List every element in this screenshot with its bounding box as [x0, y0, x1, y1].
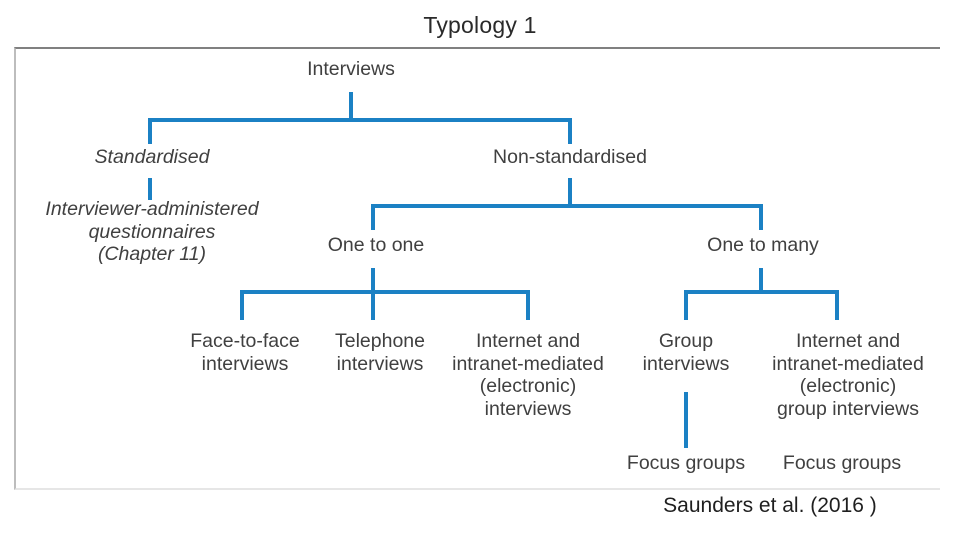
connector-one-to-many-horizontal	[684, 290, 839, 294]
node-interviewer-administered-questionnaires: Interviewer-administered questionnaires …	[45, 198, 259, 266]
connector-to-non-standardised	[568, 118, 572, 144]
connector-to-face-to-face	[240, 290, 244, 320]
page-title: Typology 1	[423, 12, 537, 38]
node-one-to-one: One to one	[327, 234, 425, 256]
node-one-to-many: One to many	[707, 234, 819, 256]
node-internet-intranet-interviews: Internet and intranet-mediated (electron…	[452, 330, 604, 420]
connector-nonstd-stem	[568, 178, 572, 206]
connector-root-horizontal	[148, 118, 572, 122]
connector-to-one-to-one	[371, 204, 375, 230]
connector-one-to-one-stem	[371, 268, 375, 292]
connector-one-to-many-stem	[759, 268, 763, 292]
node-non-standardised: Non-standardised	[493, 146, 647, 168]
node-internet-intranet-group-interviews: Internet and intranet-mediated (electron…	[772, 330, 924, 420]
connector-to-one-to-many	[759, 204, 763, 230]
connector-to-group-interviews	[684, 290, 688, 320]
node-group-interviews: Group interviews	[642, 330, 730, 375]
content-frame	[14, 47, 940, 490]
connector-to-internet-group	[835, 290, 839, 320]
node-focus-groups-left: Focus groups	[626, 452, 746, 474]
connector-to-telephone	[371, 290, 375, 320]
node-face-to-face-interviews: Face-to-face interviews	[190, 330, 300, 375]
node-telephone-interviews: Telephone interviews	[335, 330, 425, 375]
node-standardised: Standardised	[94, 146, 210, 168]
connector-to-standardised	[148, 118, 152, 144]
connector-to-internet-interviews	[526, 290, 530, 320]
connector-group-to-focus-groups	[684, 392, 688, 448]
connector-nonstd-horizontal	[371, 204, 763, 208]
node-focus-groups-right: Focus groups	[782, 452, 902, 474]
connector-one-to-one-horizontal	[240, 290, 530, 294]
connector-root-stem	[349, 92, 353, 120]
citation-text: Saunders et al. (2016 )	[663, 494, 877, 517]
connector-standardised-to-questionnaires	[148, 178, 152, 200]
node-interviews: Interviews	[307, 58, 395, 80]
